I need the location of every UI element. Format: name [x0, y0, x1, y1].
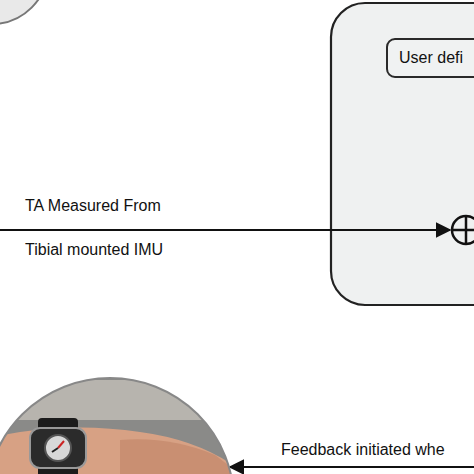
signal-label: Tibial mounted IMU: [25, 241, 163, 259]
signal-label: Feedback initiated whe: [281, 441, 445, 459]
junction-cross: [452, 229, 474, 232]
signal-arrow: [0, 229, 450, 231]
summing-junction: [452, 216, 474, 244]
controller-panel: [331, 3, 474, 305]
process-box: User defi: [386, 38, 474, 78]
photo-circle: [0, 0, 48, 24]
feedback-arrow: [230, 466, 474, 468]
photo-circle: [0, 378, 234, 474]
box-text: User defi: [399, 49, 474, 67]
signal-label: TA Measured From: [25, 197, 161, 215]
junction-cross: [465, 216, 468, 244]
